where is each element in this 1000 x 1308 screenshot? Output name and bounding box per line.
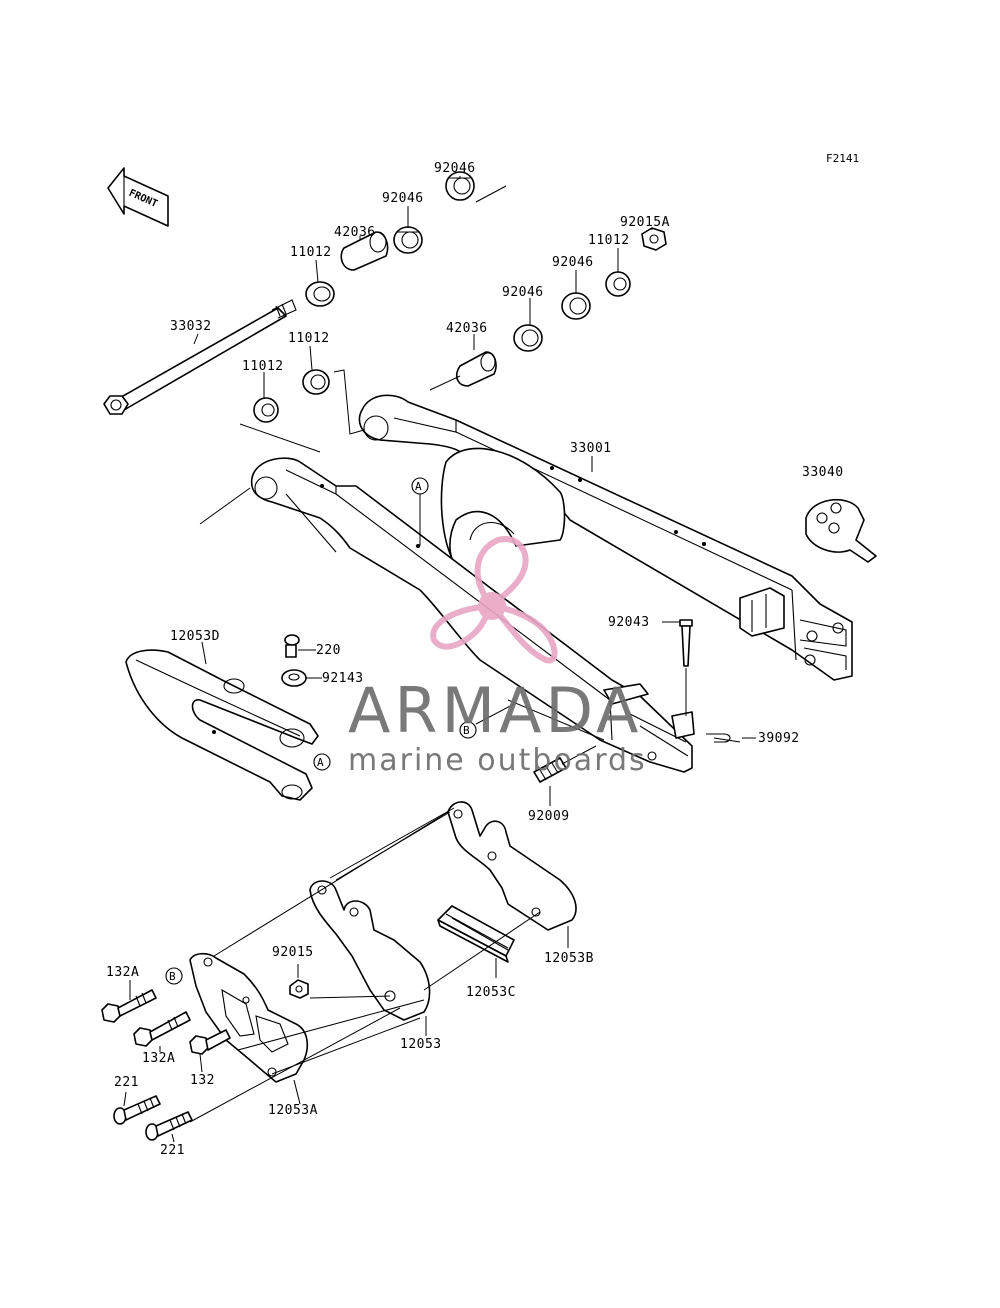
- nut-92015: [289, 979, 309, 999]
- bolt-132: [189, 1029, 231, 1055]
- label-11012-c: 11012: [242, 359, 284, 374]
- label-11012-a: 11012: [290, 245, 332, 260]
- label-42036-b: 42036: [446, 321, 488, 336]
- collar-42036-upper: [340, 231, 389, 271]
- label-12053: 12053: [400, 1037, 442, 1052]
- ref-a-swingarm: A: [411, 477, 429, 546]
- bearing-92046-upper-a: [393, 226, 423, 254]
- label-39092: 39092: [758, 731, 800, 746]
- pad-12053C: [437, 905, 515, 963]
- label-33032: 33032: [170, 319, 212, 334]
- label-12053C: 12053C: [466, 985, 516, 1000]
- figure-code: F2141: [826, 152, 859, 165]
- label-92046-b: 92046: [552, 255, 594, 270]
- label-221-upper: 221: [114, 1075, 139, 1090]
- label-132: 132: [190, 1073, 215, 1088]
- bolt-132A-upper: [101, 989, 157, 1023]
- label-33001: 33001: [570, 441, 612, 456]
- label-92015A: 92015A: [620, 215, 670, 230]
- svg-text:A: A: [415, 480, 422, 493]
- label-92143: 92143: [322, 671, 364, 686]
- nut-92015A: [641, 227, 667, 251]
- bracket-12053A: [189, 952, 309, 1083]
- label-221-lower: 221: [160, 1143, 185, 1158]
- guide-12053B: [447, 801, 577, 931]
- ref-b-bracket: B: [165, 967, 183, 985]
- seal-11012-lower-b: [302, 369, 330, 395]
- screw-221-upper: [113, 1095, 161, 1125]
- label-11012-b: 11012: [288, 331, 330, 346]
- svg-text:B: B: [169, 970, 176, 983]
- label-33040: 33040: [802, 465, 844, 480]
- ref-b-swingarm: B: [459, 699, 605, 741]
- cotter-pin-39092: [706, 733, 741, 743]
- label-42036-a: 42036: [334, 225, 376, 240]
- watermark: ARMADA marine outboards: [348, 536, 647, 778]
- watermark-brand: ARMADA: [348, 674, 642, 747]
- seal-11012-lower-c: [605, 271, 631, 297]
- bolt-92043: [679, 619, 693, 667]
- label-220: 220: [316, 643, 341, 658]
- chain-guide-33040: [805, 499, 877, 563]
- label-92043: 92043: [608, 615, 650, 630]
- propeller-hub: [478, 592, 506, 620]
- label-132A-lower: 132A: [142, 1051, 175, 1066]
- label-92015: 92015: [272, 945, 314, 960]
- washer-92143: [281, 669, 307, 687]
- label-92046-a: 92046: [382, 191, 424, 206]
- stud-92009: [533, 757, 567, 783]
- pivot-shaft: [103, 299, 297, 415]
- svg-text:B: B: [463, 724, 470, 737]
- propeller-logo-icon: [430, 536, 558, 664]
- svg-text:A: A: [317, 756, 324, 769]
- bearing-92046-lower-b: [561, 292, 591, 320]
- label-12053A: 12053A: [268, 1103, 318, 1118]
- seal-11012-lower-a: [253, 397, 279, 423]
- label-132A-upper: 132A: [106, 965, 139, 980]
- label-12053B: 12053B: [544, 951, 594, 966]
- watermark-tagline: marine outboards: [348, 743, 647, 778]
- collar-42036-lower: [455, 351, 497, 387]
- label-92046-c: 92046: [502, 285, 544, 300]
- bearing-92046-lower-a: [513, 324, 543, 352]
- front-arrow-icon: FRONT: [107, 167, 169, 227]
- swingarm: [250, 394, 853, 773]
- label-92046-top: 92046: [434, 161, 476, 176]
- seal-11012-upper: [305, 281, 335, 307]
- ref-a-slider: A: [313, 753, 331, 771]
- label-12053D: 12053D: [170, 629, 220, 644]
- chain-slider-12053D: [125, 649, 319, 801]
- screw-221-lower: [145, 1111, 193, 1141]
- guide-12053: [309, 880, 431, 1021]
- bolt-132A-lower: [133, 1011, 191, 1047]
- screw-220: [284, 634, 300, 658]
- bearing-92046-upper-b: [445, 171, 475, 201]
- label-92009: 92009: [528, 809, 570, 824]
- label-11012-d: 11012: [588, 233, 630, 248]
- part-labels: 92046 92046 42036 11012 33032 11012 1101…: [106, 161, 844, 1158]
